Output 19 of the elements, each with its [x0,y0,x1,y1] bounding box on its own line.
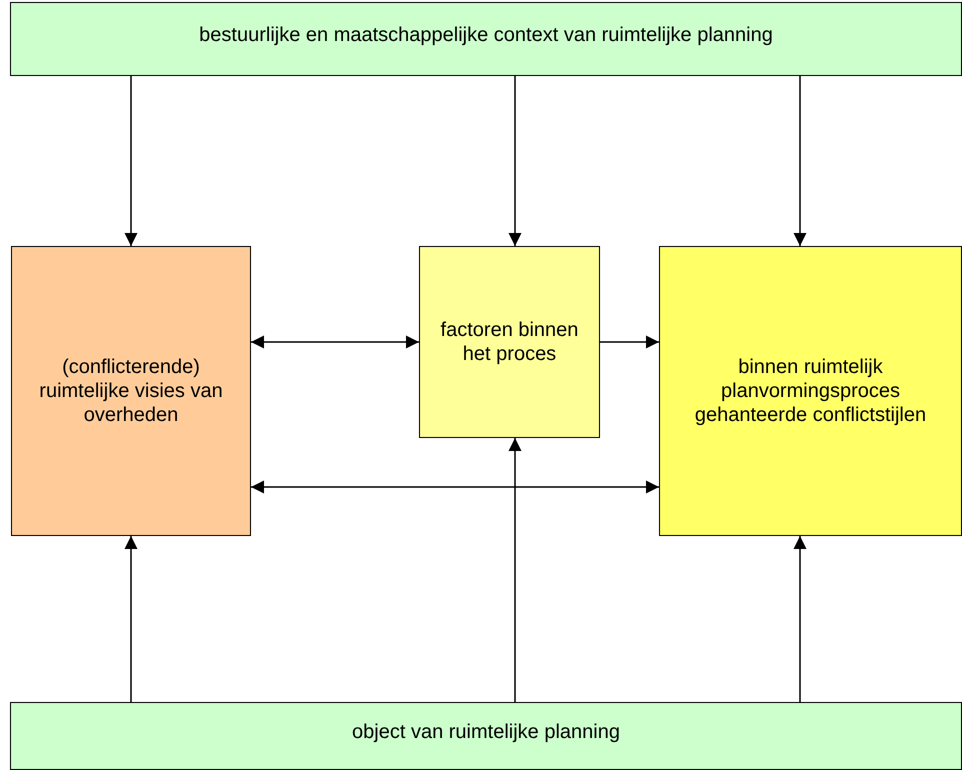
context-box [10,702,962,770]
arrow [794,76,806,246]
box-label: factoren binnen het proces [440,318,580,366]
arrow [600,336,659,348]
arrow [251,480,659,494]
arrow [124,536,138,702]
process-box [659,246,962,536]
box-label: object van ruimtelijke planning [351,720,621,744]
arrow [251,336,419,348]
arrow [124,76,138,246]
box-label: binnen ruimtelijk planvormingsproces gehanteerde conflictstijlen [694,355,928,427]
process-box [419,246,600,438]
context-box [10,2,962,76]
arrow [508,76,522,246]
arrow [794,536,806,702]
box-label: bestuurlijke en maatschappelijke context van ruimtelijke planning [198,23,774,47]
arrow [508,438,522,702]
process-box [11,246,251,536]
box-label: (conflicterende) ruimtelijke visies van overheden [38,355,224,427]
